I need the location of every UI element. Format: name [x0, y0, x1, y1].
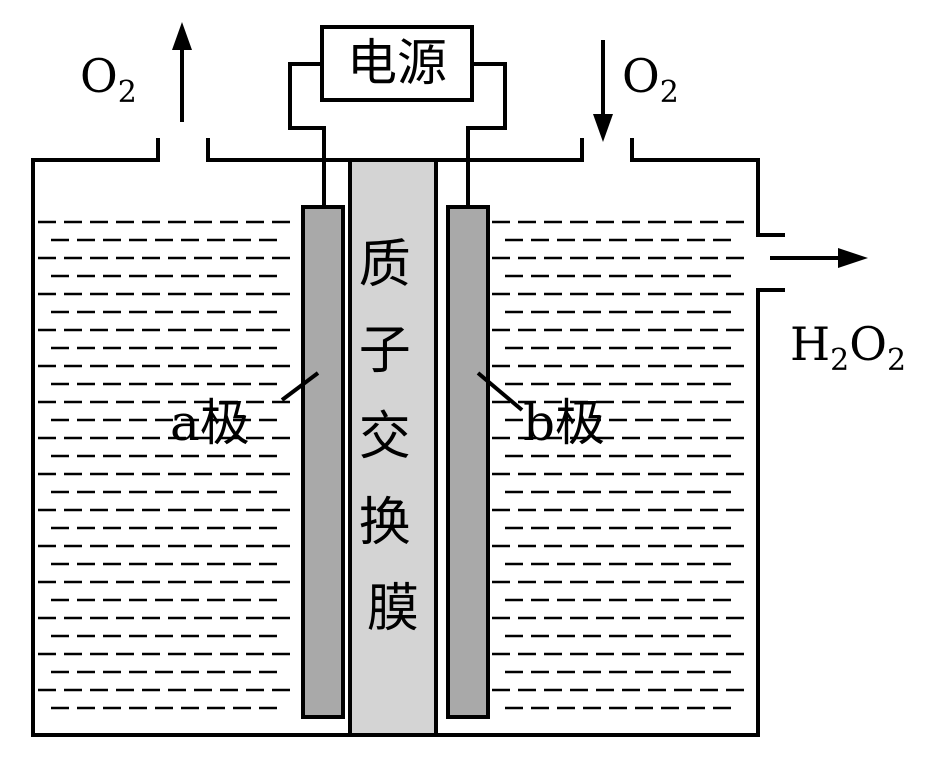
membrane-char: 质 [359, 235, 411, 295]
electrolyte-left [38, 220, 290, 710]
membrane-char: 换 [359, 493, 411, 553]
oxygen-inlet-arrow [593, 40, 613, 142]
oxygen-outlet-arrow [172, 22, 192, 122]
membrane-char: 膜 [367, 579, 419, 639]
power-source: 电源 [320, 25, 474, 102]
wire-to-electrode-a [288, 62, 326, 205]
electrode-a-label: a极 [170, 394, 250, 452]
proton-exchange-membrane [348, 158, 438, 737]
electrode-b-leader [476, 371, 524, 412]
membrane-char: 子 [359, 321, 411, 381]
electrolyte-right [492, 220, 744, 710]
wire-to-electrode-b [466, 62, 507, 205]
electrode-a-leader [280, 371, 320, 402]
electrode-b [446, 205, 490, 719]
oxygen-outlet-label: O2 [80, 49, 137, 110]
power-source-label: 电源 [347, 34, 447, 92]
membrane-label: 质 子 交 换 膜 [359, 235, 428, 639]
product-label: H2O2 [790, 317, 906, 378]
product-outlet-arrow [770, 248, 868, 268]
electrode-a [301, 205, 345, 719]
membrane-char: 交 [359, 407, 411, 467]
oxygen-inlet-label: O2 [622, 49, 679, 110]
electrode-b-label: b极 [523, 394, 605, 452]
